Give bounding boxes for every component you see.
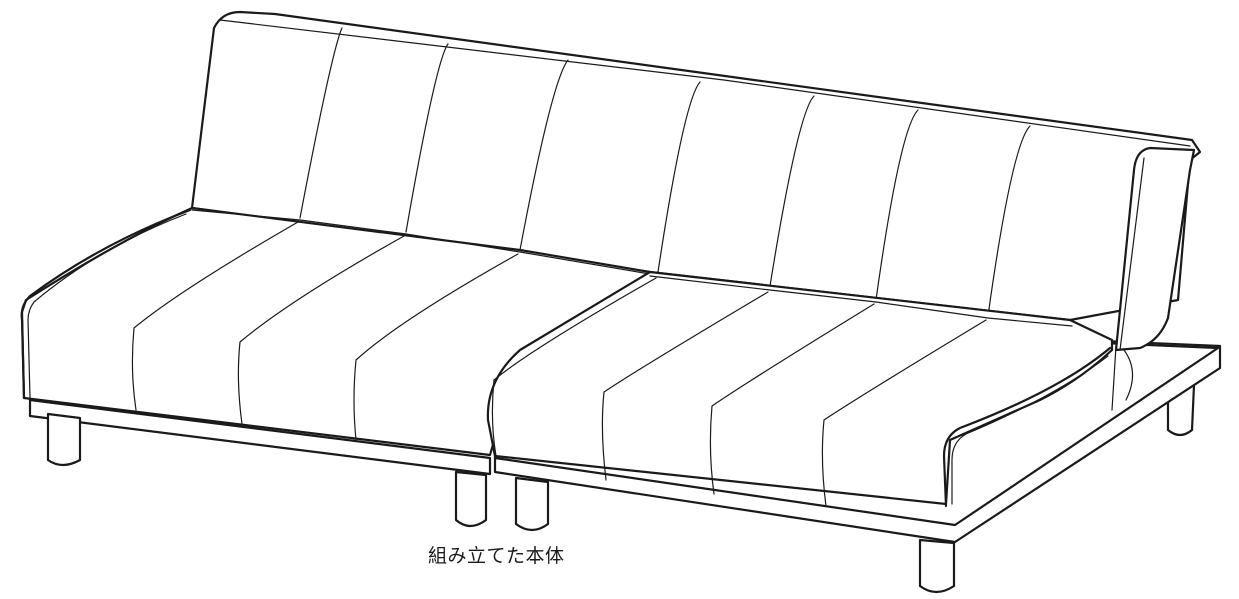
seat-seam [601,291,769,481]
seat-left-piping [20,208,192,400]
backrest-seam [987,125,1031,317]
leg-left [46,412,82,467]
seat-end-piping [942,346,1112,508]
seat-end-piping-inner [951,355,1109,505]
backrest-end-bolster [1114,146,1196,352]
seat-seam [131,221,299,411]
backrest-seam [299,27,343,219]
bolster-seam [1119,157,1145,351]
backrest-seam [875,109,919,301]
backrest-top-edge [219,19,1191,147]
backrest-seam [405,43,449,233]
backrest-seam [657,81,701,273]
base-left [28,398,492,476]
seat-right [486,270,1114,506]
seat-left-top-edge [191,209,651,275]
backrest-seam [519,59,569,251]
bolster-seam [1111,345,1134,411]
seat-seam [491,277,657,457]
seat-seam [821,319,987,507]
backrest-seam [769,95,815,287]
seat-left-piping-inner [27,213,187,399]
seat-seam [353,253,519,441]
leg-front-right [918,538,956,594]
leg-center-right [514,476,550,532]
base-platform-top-edge [493,340,1220,527]
seat-seam [709,303,875,495]
leg-center-left [454,470,488,528]
seat-seam [237,235,405,425]
caption-assembled-body: 組み立てた本体 [428,545,565,567]
seat-right-top-edge [649,275,1073,327]
